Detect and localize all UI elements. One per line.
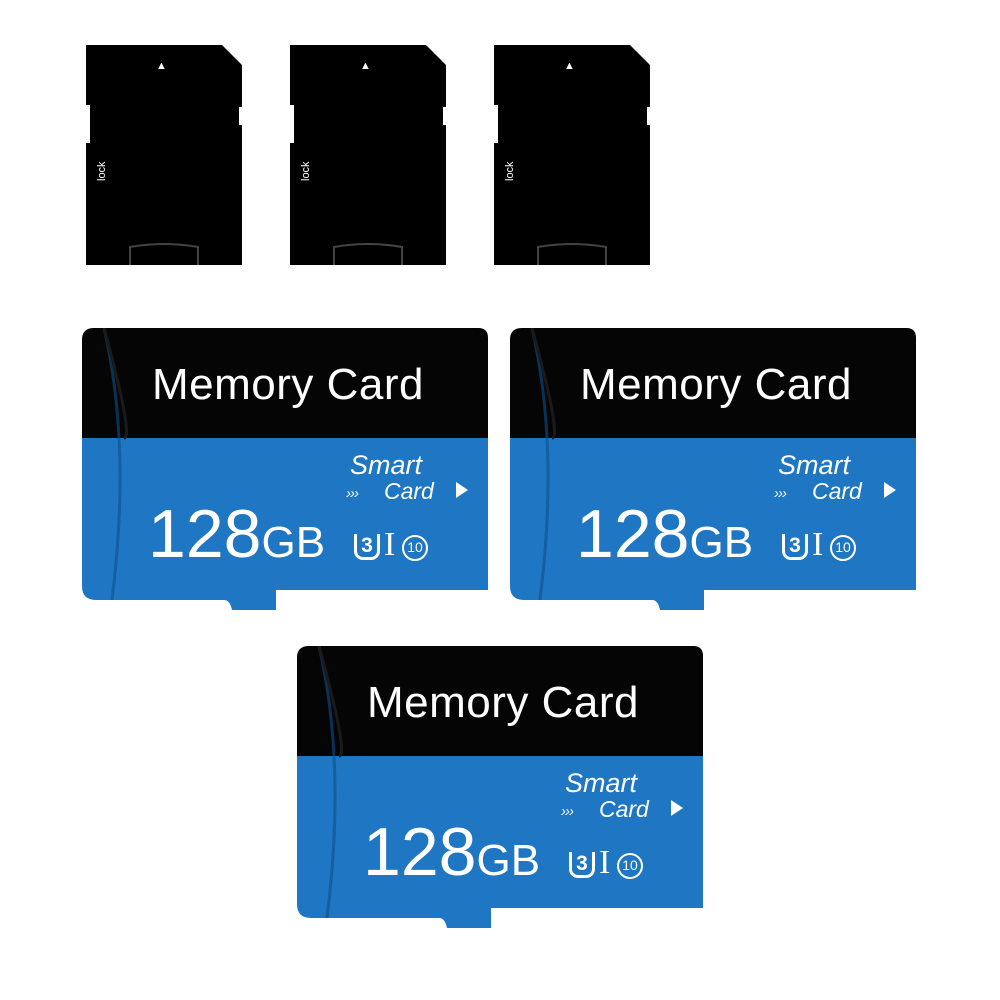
capacity: 128GB (363, 818, 540, 886)
uhs-class-numeral: I (812, 526, 824, 563)
capacity-unit: GB (261, 518, 326, 567)
speed-class-icon: 10 (830, 535, 856, 561)
capacity-number: 128 (148, 496, 262, 572)
capacity-number: 128 (363, 814, 477, 890)
uhs-speed-icon: 3 (354, 534, 380, 560)
capacity: 128GB (576, 500, 753, 568)
sd-adapter-body (86, 45, 242, 265)
sd-adapter-1: ▲ lock (84, 45, 244, 267)
brand-smart: Smart (565, 768, 638, 798)
microsd-card-2: Memory Card Smart ››› Card 128GB 3 I 10 (510, 328, 918, 628)
triangle-up-icon: ▲ (360, 60, 371, 72)
speed-class-icon: 10 (402, 535, 428, 561)
microsd-card-1: Memory Card Smart ››› Card 128GB 3 I 10 (82, 328, 490, 628)
capacity-unit: GB (689, 518, 754, 567)
uhs-speed-icon: 3 (569, 852, 595, 878)
card-body (510, 328, 916, 610)
sd-adapter-body (290, 45, 446, 265)
lock-label: lock (96, 161, 108, 181)
lock-label: lock (300, 161, 312, 181)
chevrons-icon: ››› (774, 485, 787, 502)
brand-smart: Smart (778, 450, 851, 480)
brand-card: Card (384, 478, 434, 504)
brand-card: Card (599, 796, 649, 822)
chevrons-icon: ››› (346, 485, 359, 502)
triangle-up-icon: ▲ (564, 60, 575, 72)
chevrons-icon: ››› (561, 803, 574, 820)
lock-switch: lock (95, 145, 111, 185)
uhs-class-numeral: I (384, 526, 396, 563)
card-body (82, 328, 488, 610)
card-body (297, 646, 703, 928)
card-title: Memory Card (152, 360, 424, 409)
play-triangle-icon (456, 482, 468, 498)
sd-adapter-body (494, 45, 650, 265)
lock-switch: lock (299, 145, 315, 185)
uhs-class-numeral: I (599, 844, 611, 881)
brand-smart: Smart (350, 450, 423, 480)
capacity-unit: GB (476, 836, 541, 885)
triangle-up-icon: ▲ (156, 60, 167, 72)
speed-class-icon: 10 (617, 853, 643, 879)
capacity-number: 128 (576, 496, 690, 572)
card-title: Memory Card (367, 678, 639, 727)
play-triangle-icon (671, 800, 683, 816)
card-title: Memory Card (580, 360, 852, 409)
capacity: 128GB (148, 500, 325, 568)
lock-switch: lock (503, 145, 519, 185)
uhs-speed-icon: 3 (782, 534, 808, 560)
brand-card: Card (812, 478, 862, 504)
sd-adapter-2: ▲ lock (288, 45, 448, 267)
play-triangle-icon (884, 482, 896, 498)
sd-adapter-3: ▲ lock (492, 45, 652, 267)
microsd-card-3: Memory Card Smart ››› Card 128GB 3 I 10 (297, 646, 705, 946)
lock-label: lock (504, 161, 516, 181)
